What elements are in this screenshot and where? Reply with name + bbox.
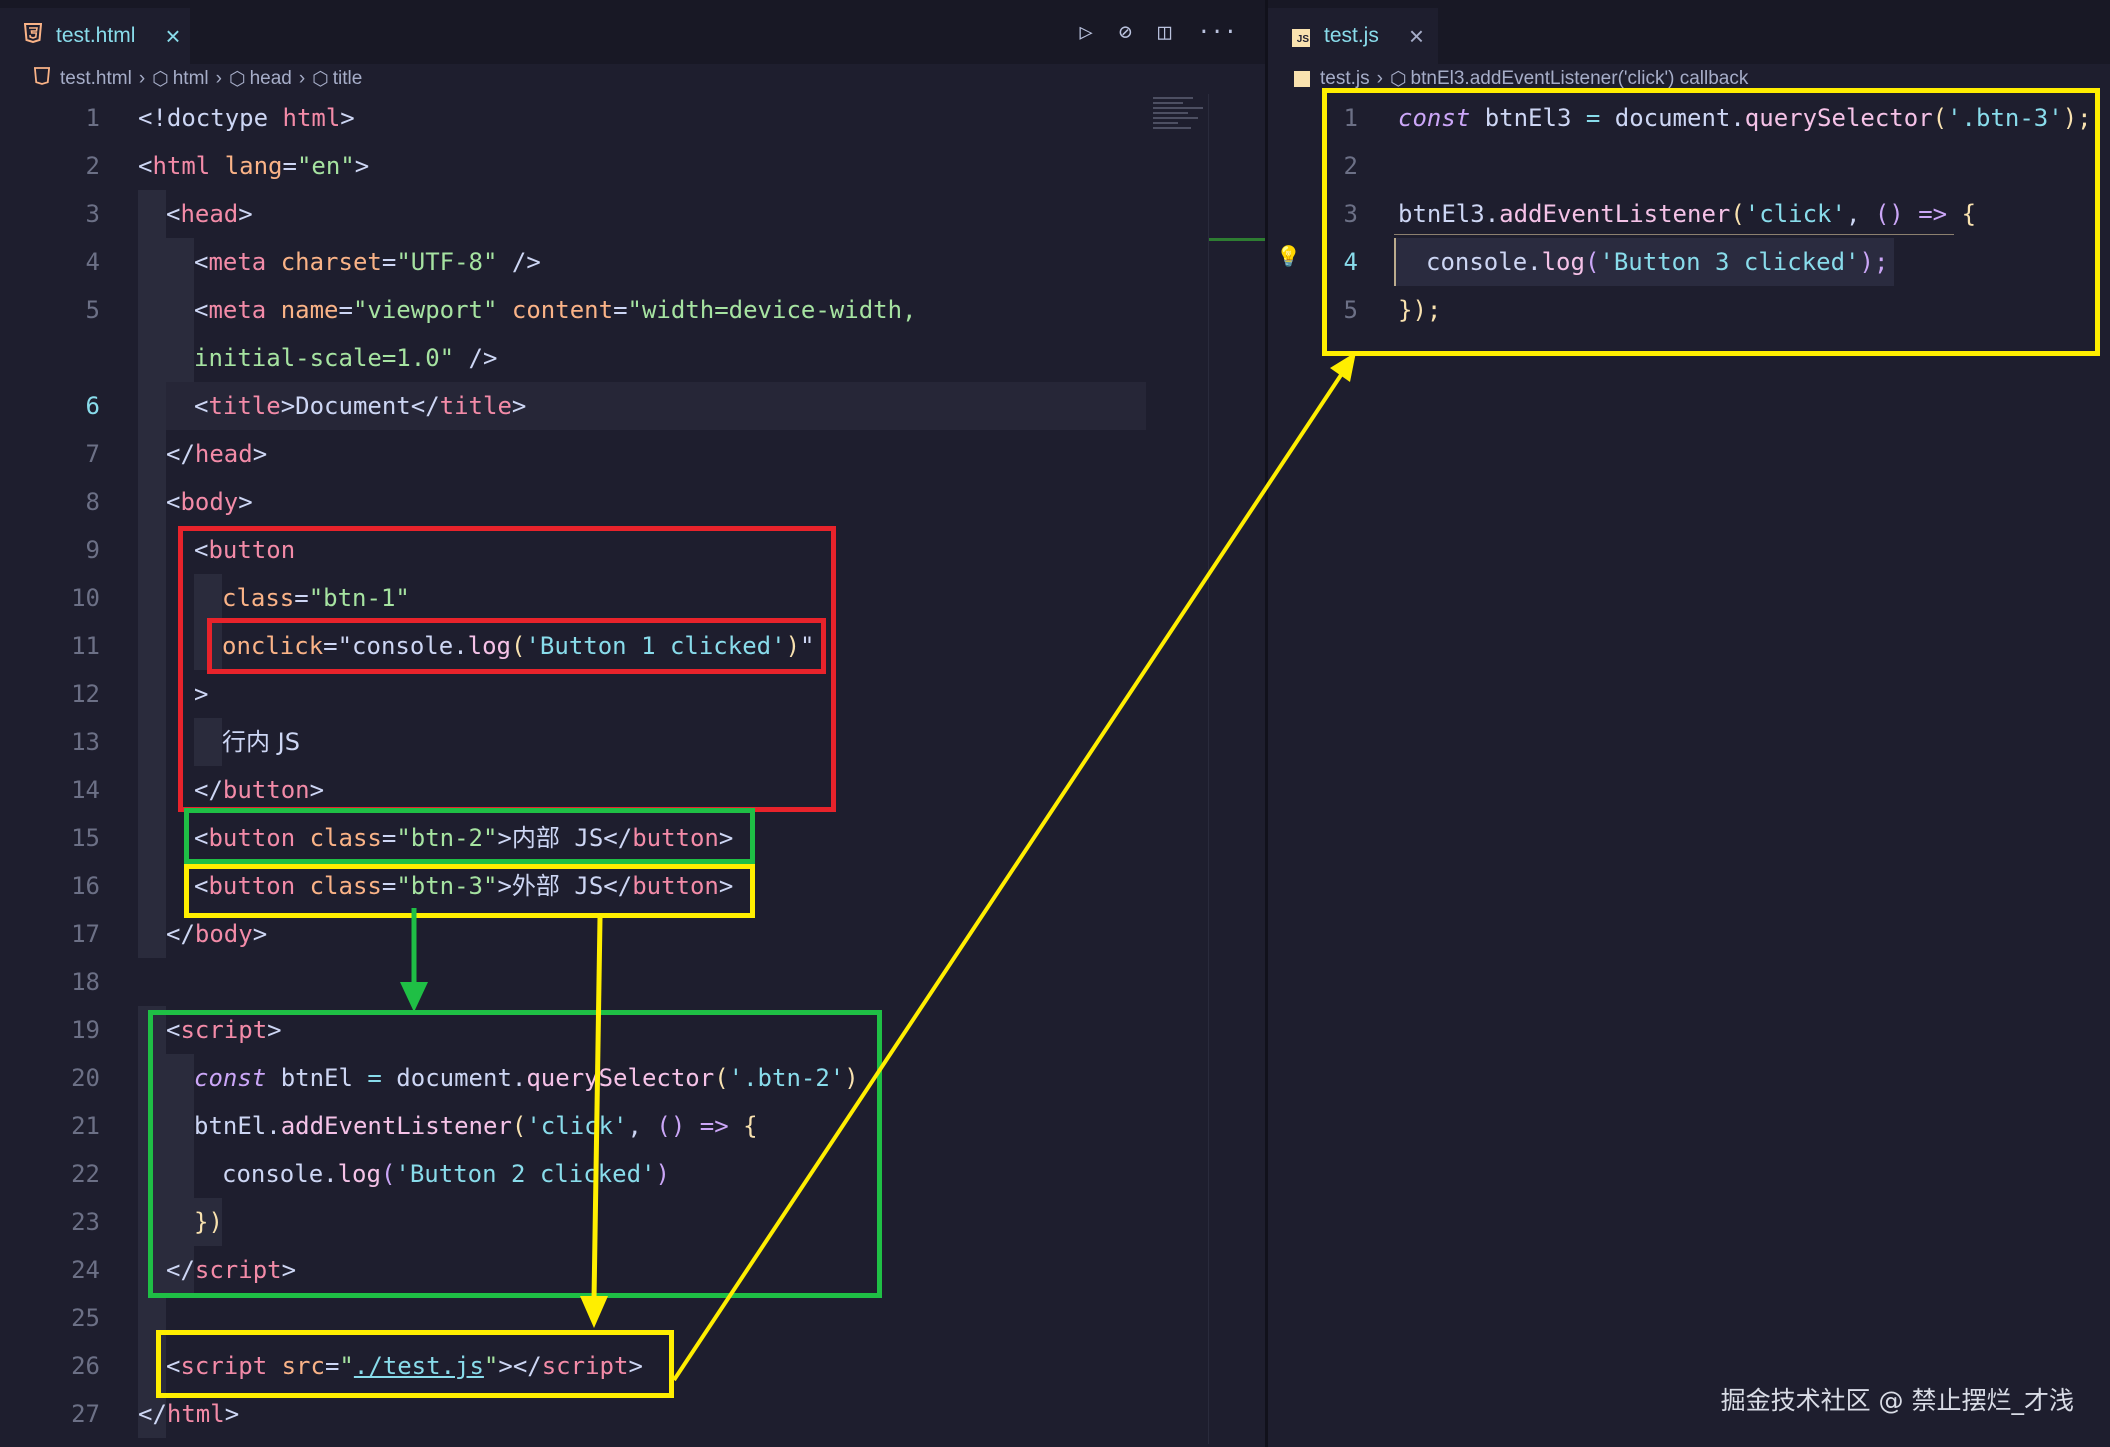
js-file-icon: JS bbox=[1292, 24, 1310, 48]
code-line: <button class="btn-2">内部 JS</button> bbox=[194, 824, 734, 852]
element-icon: ⬡ bbox=[152, 68, 169, 90]
indent-guide bbox=[138, 1342, 166, 1438]
chevron-right-icon: › bbox=[215, 68, 222, 89]
code-line: 行内 JS bbox=[222, 728, 300, 756]
more-actions-icon[interactable]: ··· bbox=[1197, 20, 1237, 45]
watermark: 掘金技术社区 @ 禁止摆烂_才浅 bbox=[1720, 1386, 2074, 1415]
html-editor-pane: test.html × ▷ ⊘ ◫ ··· test.html › ⬡ html… bbox=[0, 0, 1267, 1447]
tab-label: test.js bbox=[1324, 24, 1379, 47]
code-line: </body> bbox=[166, 920, 268, 948]
onclick-highlight-box bbox=[207, 618, 826, 674]
close-icon[interactable]: × bbox=[165, 20, 181, 51]
indent-guide bbox=[1394, 238, 1396, 286]
code-line: </head> bbox=[166, 440, 268, 468]
indent-guide bbox=[166, 1054, 194, 1294]
left-tab-bar: test.html × ▷ ⊘ ◫ ··· bbox=[0, 0, 1265, 64]
code-line: <head> bbox=[166, 200, 253, 228]
close-icon[interactable]: × bbox=[1408, 20, 1425, 51]
bracket-guide bbox=[1394, 234, 1954, 235]
chevron-right-icon: › bbox=[1376, 68, 1383, 89]
chevron-right-icon: › bbox=[298, 68, 306, 89]
code-editor[interactable]: 1 2 3 4 5 6 7 8 9 10 11 12 13 14 15 16 1… bbox=[0, 94, 1265, 1447]
js-editor-pane: JS test.js × test.js › ⬡ btnEl3.addEvent… bbox=[1268, 0, 2110, 1447]
code-line: onclick="console.log('Button 1 clicked')… bbox=[222, 632, 815, 660]
code-line: <body> bbox=[166, 488, 253, 516]
code-line: btnEl.addEventListener('click', () => { bbox=[194, 1112, 758, 1140]
code-line: console.log('Button 3 clicked'); bbox=[1426, 248, 1889, 276]
external-script-tag-box bbox=[156, 1330, 674, 1398]
yellow-arrow-line-down bbox=[591, 917, 603, 1301]
breadcrumb-item[interactable]: btnEl3.addEventListener('click') callbac… bbox=[1410, 68, 1749, 89]
tab-label: test.html bbox=[56, 24, 136, 47]
breadcrumb-item[interactable]: html bbox=[172, 68, 209, 89]
split-editor-icon[interactable]: ◫ bbox=[1158, 20, 1172, 45]
run-icon[interactable]: ▷ bbox=[1079, 20, 1093, 45]
debug-icon[interactable]: ⊘ bbox=[1118, 20, 1132, 45]
code-line: <html lang="en"> bbox=[138, 152, 370, 180]
code-line: <button bbox=[194, 536, 296, 564]
breadcrumb-item[interactable]: test.html bbox=[60, 68, 132, 89]
code-line: }); bbox=[1398, 296, 1442, 324]
code-line: class="btn-1" bbox=[222, 584, 410, 612]
yellow-arrow-line-up bbox=[672, 370, 1345, 1382]
code-line: </button> bbox=[194, 776, 325, 804]
vertical-scrollbar[interactable] bbox=[1208, 94, 1267, 1444]
code-line: <button class="btn-3">外部 JS</button> bbox=[194, 872, 734, 900]
scroll-position-marker bbox=[1209, 238, 1267, 241]
right-tab-bar: JS test.js × bbox=[1268, 0, 2110, 64]
minimap[interactable] bbox=[1153, 94, 1208, 154]
method-icon: ⬡ bbox=[1389, 68, 1407, 90]
html5-file-icon bbox=[23, 23, 43, 49]
yellow-arrow-head-down bbox=[580, 1296, 608, 1328]
code-line: <script> bbox=[166, 1016, 282, 1044]
breadcrumb-item[interactable]: test.js bbox=[1320, 68, 1370, 89]
breadcrumb: test.html › ⬡ html › ⬡ head › ⬡ title bbox=[0, 64, 1265, 94]
code-line: <title>Document</title> bbox=[194, 392, 527, 420]
code-line: <script src="./test.js"></script> bbox=[166, 1352, 643, 1380]
script-src-link[interactable]: ./test.js bbox=[353, 1352, 484, 1380]
lightbulb-icon[interactable]: 💡 bbox=[1276, 244, 1301, 268]
breadcrumb: test.js › ⬡ btnEl3.addEventListener('cli… bbox=[1268, 64, 2110, 94]
indent-guide bbox=[194, 1198, 222, 1246]
code-line: </html> bbox=[138, 1400, 240, 1428]
internal-script-box bbox=[148, 1010, 882, 1298]
green-arrow-head bbox=[400, 982, 428, 1012]
external-js-button-box bbox=[184, 864, 755, 918]
element-icon: ⬡ bbox=[228, 68, 246, 90]
code-line: </script> bbox=[166, 1256, 297, 1284]
yellow-arrow-head-up bbox=[1330, 352, 1356, 382]
code-editor[interactable]: 💡 1 2 3 4 5 const btnEl3 = document.quer… bbox=[1268, 94, 2110, 1447]
code-line: initial-scale=1.0" /> bbox=[194, 344, 498, 372]
current-line-highlight bbox=[166, 382, 1146, 430]
editor-split-divider[interactable] bbox=[1265, 0, 1268, 1447]
current-line-highlight bbox=[1394, 238, 1894, 286]
indent-guide bbox=[138, 190, 166, 958]
editor-actions: ▷ ⊘ ◫ ··· bbox=[1080, 20, 1238, 45]
tab-test-js[interactable]: JS test.js × bbox=[1268, 8, 1438, 64]
element-icon: ⬡ bbox=[312, 68, 329, 90]
code-line: const btnEl3 = document.querySelector('.… bbox=[1398, 104, 2092, 132]
code-line: btnEl3.addEventListener('click', () => { bbox=[1398, 200, 1977, 228]
code-line: > bbox=[194, 680, 209, 708]
code-line: const btnEl = document.querySelector('.b… bbox=[194, 1064, 859, 1092]
internal-js-button-box bbox=[184, 808, 755, 864]
tab-test-html[interactable]: test.html × bbox=[0, 8, 190, 64]
breadcrumb-item[interactable]: head bbox=[249, 68, 292, 89]
test-js-code-box bbox=[1322, 88, 2100, 356]
code-line: <!doctype html> bbox=[138, 104, 355, 132]
code-line: }) bbox=[194, 1208, 223, 1236]
html5-file-icon bbox=[33, 67, 51, 91]
chevron-right-icon: › bbox=[138, 68, 146, 89]
code-line: <meta charset="UTF-8" /> bbox=[194, 248, 541, 276]
indent-guide bbox=[194, 718, 222, 766]
code-line: <meta name="viewport" content="width=dev… bbox=[194, 296, 917, 324]
js-file-icon bbox=[1294, 71, 1310, 87]
breadcrumb-item[interactable]: title bbox=[332, 68, 363, 89]
